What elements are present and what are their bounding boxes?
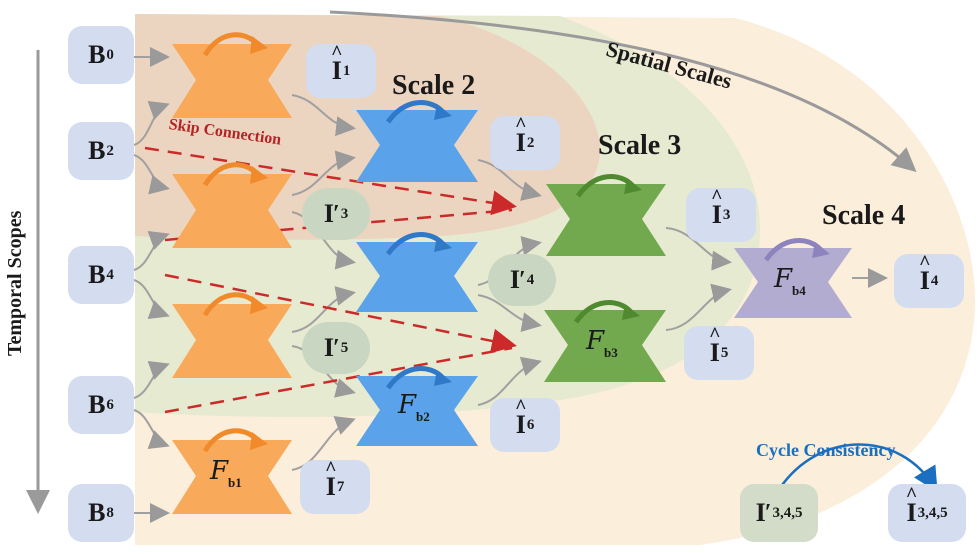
scale1-block-4 [172,440,292,514]
scale2-block-1 [356,110,478,182]
scale2-blocks [356,110,478,446]
intermediate-node-i3: I′3 [302,188,370,240]
output-node-i4: I4 [894,254,964,308]
output-node-i345: I3,4,5 [888,484,966,542]
scale1-block-1 [172,44,292,118]
output-node-i6: I6 [490,398,560,452]
scale1-block-2 [172,174,292,248]
spatial-scales-arrow [329,10,917,172]
cycle-arrow [758,443,938,512]
block-label-fb2: Fb2 [398,390,430,424]
scale2-block-2 [356,242,478,312]
intermediate-node-i4: I′4 [488,254,556,306]
scale1-block-3 [172,304,292,378]
scale4-block [734,248,852,318]
output-node-i3: I3 [686,188,756,242]
output-node-i2: I2 [490,116,560,170]
scale2-label: Scale 2 [392,70,476,101]
intermediate-node-i345: I′3,4,5 [740,484,818,542]
block-label-fb1: Fb1 [210,456,242,490]
cycle-consistency-label: Cycle Consistency [756,440,896,460]
scale3-block-2 [544,310,666,382]
temporal-scopes-label: Temporal Scopes [4,210,26,356]
scale3-label: Scale 3 [598,130,682,161]
scale1-blocks [172,44,292,514]
output-node-i7: I7 [300,460,370,514]
block-label-fb4: Fb4 [774,264,806,298]
scale4-label: Scale 4 [822,200,906,231]
intermediate-node-i5: I′5 [302,322,370,374]
output-node-i1: I1 [306,44,376,98]
output-node-i5: I5 [684,326,754,380]
scale3-block-1 [546,184,666,256]
scale2-block-3 [356,376,478,446]
block-label-fb3: Fb3 [586,326,618,360]
scale3-blocks [544,184,666,382]
